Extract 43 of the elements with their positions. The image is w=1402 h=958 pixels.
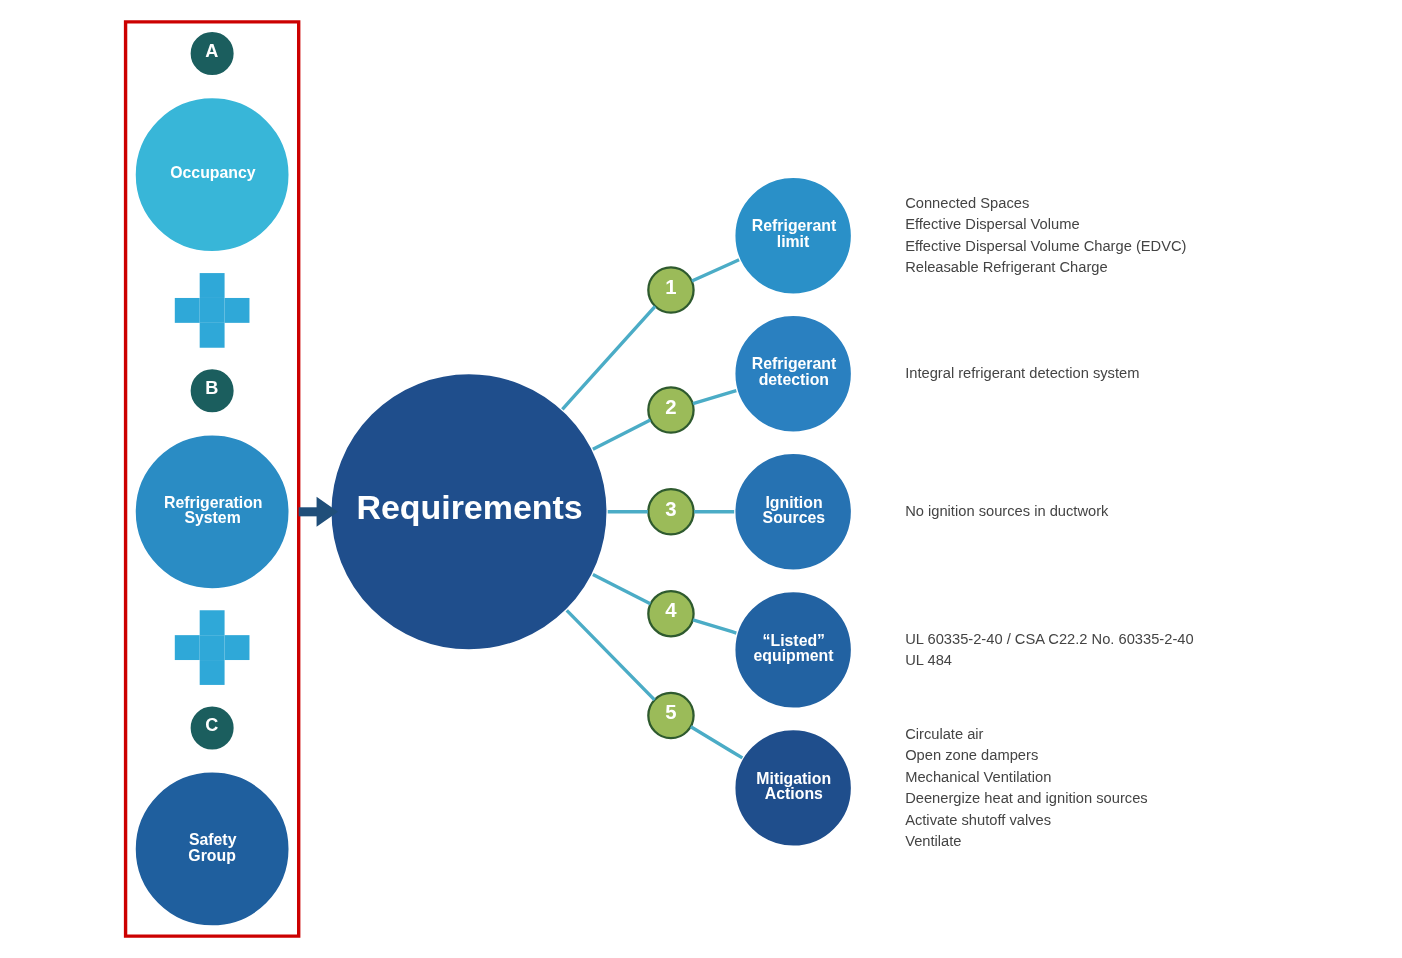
node-circle: C [187, 704, 236, 752]
node-label: No ignition sources in ductwork [904, 502, 1108, 519]
connector [691, 388, 737, 406]
node-label: Integral refrigerant detection system [904, 364, 1139, 381]
node-label: Mechanical Ventilation [904, 768, 1051, 785]
connector [607, 510, 648, 514]
node-circle: “Listed” equipment [732, 589, 853, 710]
node-label: UL 484 [904, 652, 952, 669]
connector [565, 609, 656, 702]
node-circle: Requirements [328, 372, 609, 652]
node-circle: Safety Group [133, 770, 291, 928]
node-label: Deenergize heat and ignition sources [904, 790, 1148, 807]
node-label: Ventilate [904, 833, 962, 850]
node-circle: Refrigerant limit [732, 175, 853, 296]
node-circle: Ignition Sources [732, 451, 853, 572]
node-label: Effective Dispersal Volume Charge (EDVC) [904, 237, 1187, 254]
connector [591, 418, 651, 451]
node-circle: 3 [646, 488, 695, 536]
node-circle: 1 [646, 266, 695, 314]
node-label: Circulate air [904, 725, 984, 742]
node-label: Open zone dampers [904, 747, 1038, 764]
node-circle: Refrigeration System [133, 433, 291, 591]
connector [689, 725, 743, 760]
node-circle: 5 [646, 691, 695, 740]
node-circle: A [187, 29, 236, 78]
node-circle: 4 [646, 589, 695, 638]
node-label: UL 60335-2-40 / CSA C22.2 No. 60335-2-40 [904, 630, 1194, 647]
connector [591, 572, 651, 606]
connector [560, 305, 656, 411]
node-label: Connected Spaces [904, 194, 1029, 211]
connector [690, 258, 740, 283]
node-label: Activate shutoff valves [904, 811, 1051, 828]
node-circle: 2 [646, 386, 695, 434]
node-label: Releasable Refrigerant Charge [904, 259, 1108, 276]
connector [693, 510, 734, 514]
node-circle: Occupancy [133, 96, 291, 254]
cluster [123, 20, 300, 938]
node-circle: Refrigerant detection [732, 313, 853, 434]
node-circle: B [187, 367, 236, 415]
connector [691, 618, 737, 635]
node-circle: Mitigation Actions [732, 727, 853, 848]
node-label: Effective Dispersal Volume [904, 216, 1080, 233]
arrow [298, 496, 338, 527]
